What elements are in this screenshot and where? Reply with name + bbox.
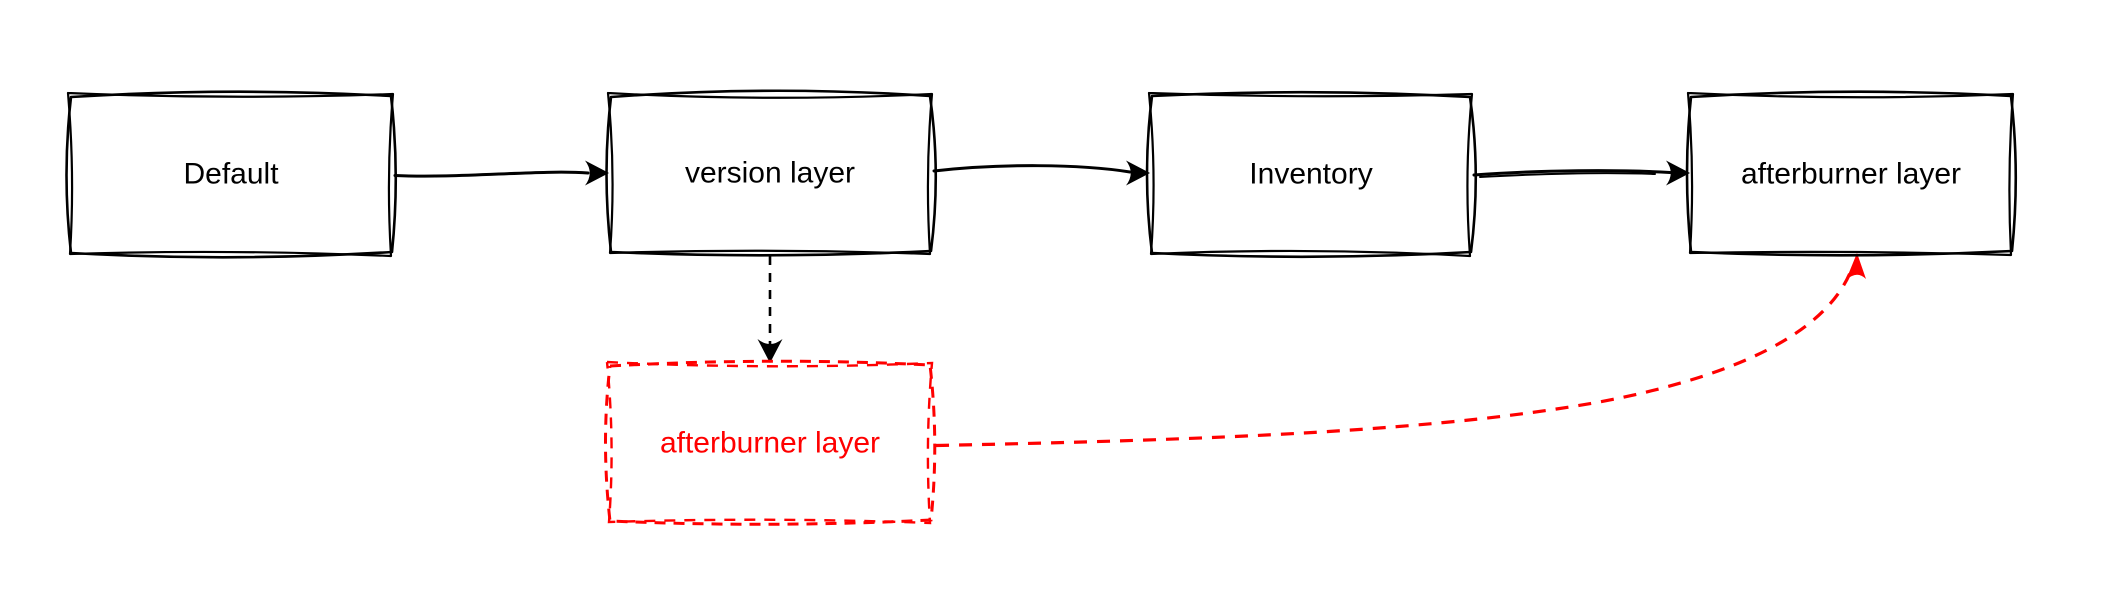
edge-version-layer-to-inventory — [932, 160, 1150, 186]
edge-new-afterburner-to-afterburner-layer-curve — [935, 267, 1854, 448]
node-version-layer-label: version layer — [685, 157, 855, 190]
edge-inventory-to-afterburner-layer-line — [1472, 169, 1672, 177]
node-new-afterburner-layer: afterburner layer — [604, 359, 937, 526]
node-inventory-border — [1145, 90, 1478, 259]
edge-default-to-version-layer — [393, 160, 609, 186]
edge-new-afterburner-to-afterburner-layer-arrowhead — [1846, 253, 1866, 280]
node-default-label: Default — [183, 158, 279, 191]
node-version-layer-border-overlay — [606, 91, 934, 256]
edge-inventory-to-afterburner-layer — [1472, 160, 1690, 186]
node-new-afterburner-layer-label: afterburner layer — [660, 427, 880, 460]
edge-new-afterburner-to-afterburner-layer — [935, 253, 1866, 448]
edge-version-layer-to-inventory-line — [932, 164, 1132, 174]
node-inventory-border-overlay — [1147, 91, 1474, 258]
edge-version-layer-to-new-afterburner-arrowhead — [757, 339, 783, 363]
node-inventory-label: Inventory — [1249, 158, 1372, 191]
node-default-border — [65, 90, 398, 259]
edge-inventory-to-afterburner-layer-arrowhead — [1666, 160, 1690, 186]
edge-inventory-to-afterburner-layer-line-overlay — [1479, 172, 1656, 178]
node-afterburner-layer-border — [1685, 90, 2018, 257]
node-afterburner-layer-label: afterburner layer — [1741, 158, 1961, 191]
node-inventory: Inventory — [1145, 90, 1478, 259]
node-new-afterburner-layer-border-overlay — [605, 360, 934, 525]
edge-default-to-version-layer-line — [393, 170, 590, 178]
node-afterburner-layer-border-overlay — [1686, 91, 2015, 257]
node-version-layer-border — [605, 89, 938, 257]
node-default: Default — [65, 90, 398, 259]
edge-version-layer-to-inventory-arrowhead — [1126, 160, 1150, 186]
node-afterburner-layer: afterburner layer — [1685, 90, 2018, 257]
node-version-layer: version layer — [605, 89, 938, 257]
node-default-border-overlay — [66, 91, 395, 258]
edge-default-to-version-layer-arrowhead — [585, 160, 609, 186]
edge-version-layer-to-new-afterburner — [757, 256, 783, 363]
